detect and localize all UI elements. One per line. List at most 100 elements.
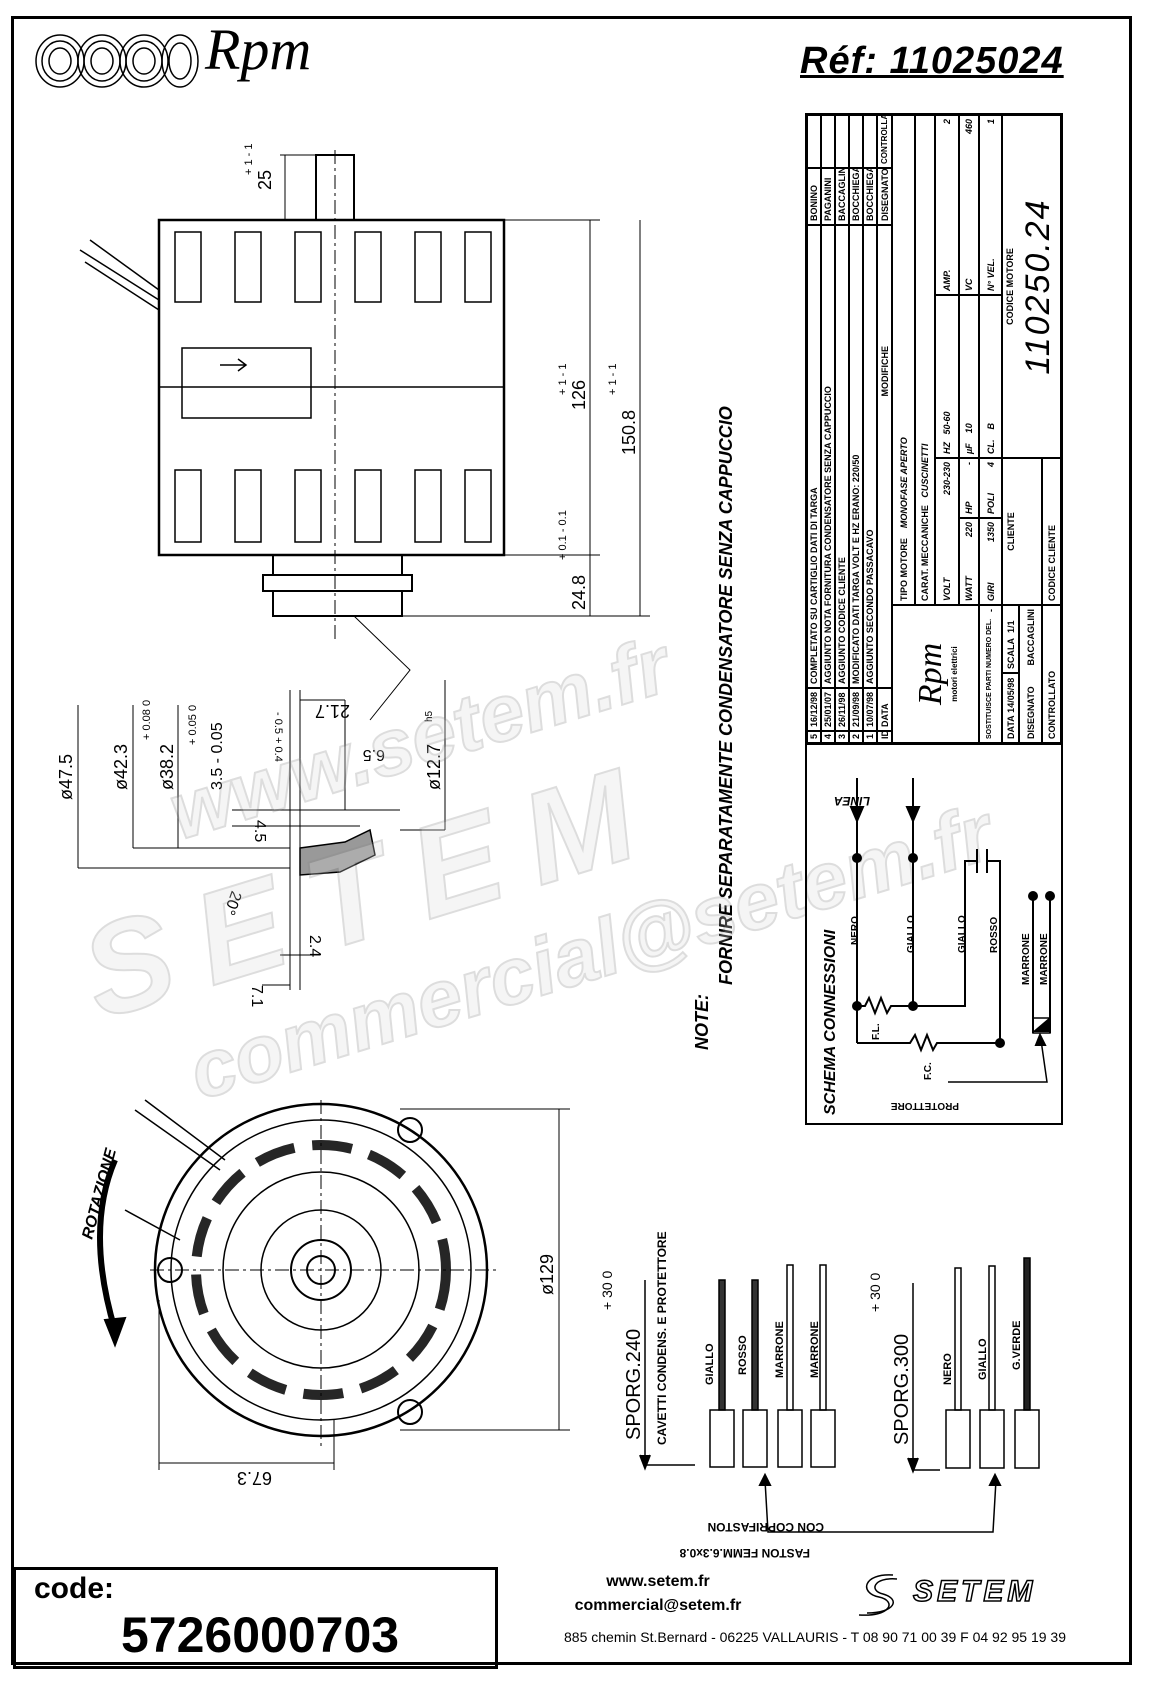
volt-cell: VOLT 230-230 [935, 458, 959, 605]
rev-checked [821, 115, 835, 168]
rev-desc: MODIFICATO DATI TARGA VOLT E HZ ERANO: 2… [849, 225, 863, 688]
vel-cell: N° VEL.1 [979, 115, 1002, 295]
title-block: 5 16/12/98 COMPLETATO SU CARTIGLIO DATI … [805, 113, 1063, 745]
dim-pulley: 24.8 [569, 575, 589, 610]
rev-signed: BOCCHIEGA [849, 168, 863, 225]
dim-total: 150.8 [619, 410, 639, 455]
linea-label: LINEA [834, 794, 870, 808]
dim-d1: ø47.5 [56, 754, 76, 800]
rev-desc: AGGIUNTO NOTA FORNITURA CONDENSATORE SEN… [821, 225, 835, 688]
dim-d9: 21.7 [315, 701, 350, 721]
tipo-motore-cell: TIPO MOTORE MONOFASE APERTO [892, 115, 915, 605]
wire-label: ROSSO [737, 1335, 749, 1375]
rev-date: 25/01/07 [821, 688, 835, 731]
group1-tol: + 30 0 [599, 1270, 615, 1310]
dim-d3: ø38.2 [157, 744, 177, 790]
group2-tol: + 30 0 [867, 1272, 883, 1312]
rev-id: 1 [863, 731, 877, 743]
dim-d11-tol: h5 [424, 710, 435, 722]
motor-bottom-view: ROTAZIONE ø129 67.3 [79, 1099, 570, 1488]
motor-side-view: 25 + 1 - 1 126 + 1 - 1 150.8 + 1 - 1 24.… [79, 144, 650, 721]
rev-id: 5 [807, 731, 821, 743]
watt-value: 220 [964, 522, 974, 538]
dim-d3-tol: + 0.05 0 [187, 705, 199, 745]
dim-shaft: 25 [255, 170, 275, 190]
protector-icon [1032, 1017, 1051, 1034]
rev-date: 16/12/98 [807, 688, 821, 731]
code-label: code: [34, 1572, 115, 1605]
contact-block: www.setem.fr commercial@setem.fr 885 che… [498, 1567, 1132, 1669]
vc-label: VC [964, 278, 974, 291]
col-changes: MODIFICHE [877, 225, 892, 688]
protettore-label: PROTETTORE [891, 1100, 959, 1111]
block-logo-text: Rpm [912, 642, 949, 706]
amp-label: AMP. [942, 269, 952, 291]
reference-number: Réf: 11025024 [800, 40, 1064, 82]
group1-desc: CAVETTI CONDENS. E PROTETTORE [655, 1231, 669, 1445]
codice-motore-value: 110250.24 [1019, 198, 1057, 375]
nero-label: NERO [850, 916, 861, 945]
wire-label: NERO [942, 1353, 954, 1385]
dim-d7: 2.4 [306, 935, 323, 957]
rosso-label: ROSSO [989, 917, 1000, 953]
data-value: 14/05/98 [1005, 677, 1016, 713]
hz-label: HZ [942, 442, 952, 454]
dim-width: 67.3 [237, 1468, 272, 1488]
amp-cell: AMP. 2 [935, 115, 959, 295]
tipo-motore-label: TIPO MOTORE [898, 538, 909, 601]
connection-schema: SCHEMA CONNESSIONI LINEA NERO GIALLO GIA… [805, 745, 1063, 1125]
cl-label: CL. [985, 439, 996, 455]
wire-harness: SPORG.240 + 30 0 CAVETTI CONDENS. E PROT… [599, 1231, 1040, 1560]
sostituisce-value: - [985, 609, 996, 612]
col-checked: CONTROLLATO [877, 115, 892, 168]
code-box: code: 5726000703 [13, 1567, 498, 1669]
rev-signed: BOCCHIEGA [863, 168, 877, 225]
rev-id: 2 [849, 731, 863, 743]
sostituisce-cell: SOSTITUISCE PARTI NUMERO DEL.- [979, 605, 1002, 743]
website-link[interactable]: www.setem.fr [606, 1573, 710, 1590]
uf-cell: µF 10 [959, 295, 979, 458]
dim-d11: ø12.7 [424, 744, 444, 790]
volt-label: VOLT [942, 577, 952, 601]
col-drawn: DISEGNATO [877, 168, 892, 225]
carat-value: CUSCINETTI [920, 443, 930, 498]
rev-checked [807, 115, 821, 168]
email-link[interactable]: commercial@setem.fr [574, 1597, 742, 1614]
dim-d2: ø42.3 [111, 744, 131, 790]
controllato-label: CONTROLLATO [1042, 605, 1061, 743]
schema-title: SCHEMA CONNESSIONI [822, 929, 839, 1115]
giri-label: GIRI [985, 582, 996, 601]
direction-arrow-icon [220, 358, 248, 372]
data-cell: DATA 14/05/98 [1002, 673, 1019, 743]
faston-line2: FASTON FEMM.6.3x0.8 [679, 1546, 810, 1560]
carat-label: CARAT. MECCANICHE [920, 505, 930, 601]
rev-desc: AGGIUNTO CODICE CLIENTE [835, 225, 849, 688]
uf-value: 10 [964, 423, 974, 434]
rev-id: 3 [835, 731, 849, 743]
rev-desc: COMPLETATO SU CARTIGLIO DATI DI TARGA [807, 225, 821, 688]
cl-value: B [985, 422, 996, 430]
rev-date: 10/07/98 [863, 688, 877, 731]
hp-value: - [964, 462, 974, 465]
scala-label: SCALA [1005, 638, 1016, 669]
codice-motore-label: CODICE MOTORE [1005, 248, 1015, 325]
rev-signed: BONINO [807, 168, 821, 225]
rotation-label-plate [181, 347, 312, 419]
note-label: NOTE: [692, 994, 712, 1050]
giallo-label: GIALLO [957, 915, 968, 953]
col-id: ID [877, 731, 892, 743]
rotation-arrow-icon [97, 1158, 118, 1331]
fl-label: F.L. [871, 1023, 882, 1040]
volt-value: 230-230 [942, 462, 952, 496]
rev-checked [835, 115, 849, 168]
dim-d2-tol: + 0.08 0 [141, 700, 153, 740]
rev-date: 26/11/98 [835, 688, 849, 731]
amp-value: 2 [942, 119, 952, 125]
faston-line1: CON COPRIFASTON [708, 1520, 824, 1534]
scala-cell: SCALA 1/1 [1002, 605, 1019, 673]
code-value: 5726000703 [121, 1607, 400, 1663]
disegnato-value: BACCAGLINI [1025, 609, 1036, 666]
fc-label: F.C. [923, 1062, 934, 1080]
